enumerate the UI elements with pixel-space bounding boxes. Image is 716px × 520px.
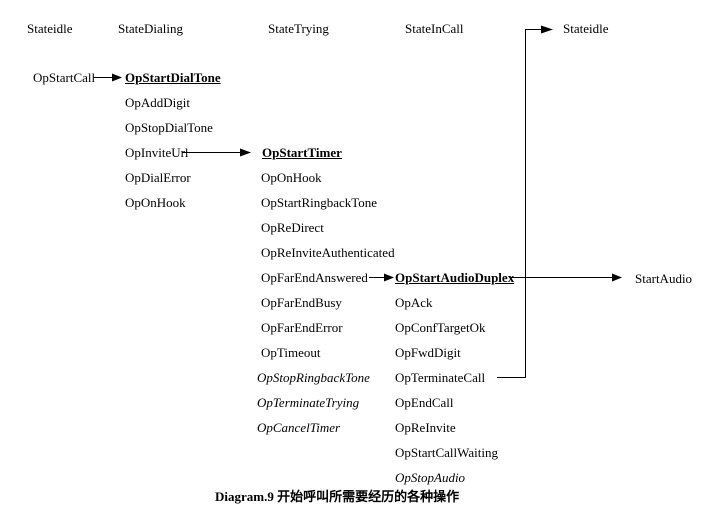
- start-audio-label: StartAudio: [635, 271, 693, 286]
- op-far-end-busy: OpFarEndBusy: [261, 295, 342, 310]
- op-end-call: OpEndCall: [395, 395, 454, 410]
- arrow-opterminatecall-to-stateidle: [497, 25, 553, 378]
- op-far-end-answered: OpFarEndAnswered: [261, 270, 368, 285]
- op-start-ringback-tone: OpStartRingbackTone: [261, 195, 378, 210]
- arrow-opinviteurl-to-opstarttimer: [182, 148, 251, 157]
- op-stop-dial-tone: OpStopDialTone: [125, 120, 213, 135]
- op-start-dial-tone: OpStartDialTone: [125, 70, 221, 85]
- op-invite-url: OpInviteUrl: [125, 145, 189, 160]
- header-state-idle-left: Stateidle: [27, 21, 73, 36]
- arrow-opstartaudioduplex-to-startaudio: [511, 273, 622, 282]
- op-far-end-error: OpFarEndError: [261, 320, 343, 335]
- op-fwd-digit: OpFwdDigit: [395, 345, 461, 360]
- op-reinvite: OpReInvite: [395, 420, 456, 435]
- op-on-hook-trying: OpOnHook: [261, 170, 322, 185]
- op-redirect: OpReDirect: [261, 220, 324, 235]
- header-state-incall: StateInCall: [405, 21, 464, 36]
- op-start-audio-duplex: OpStartAudioDuplex: [395, 270, 515, 285]
- op-reinvite-authenticated: OpReInviteAuthenticated: [261, 245, 395, 260]
- op-start-call-waiting: OpStartCallWaiting: [395, 445, 498, 460]
- op-cancel-timer: OpCancelTimer: [257, 420, 341, 435]
- op-ack: OpAck: [395, 295, 433, 310]
- header-state-trying: StateTrying: [268, 21, 329, 36]
- header-state-dialing: StateDialing: [118, 21, 183, 36]
- op-start-timer: OpStartTimer: [262, 145, 342, 160]
- op-stop-audio: OpStopAudio: [395, 470, 466, 485]
- arrow-opfarendanswered-to-opstartaudioduplex: [369, 273, 394, 282]
- op-stop-ringback-tone: OpStopRingbackTone: [257, 370, 370, 385]
- op-timeout: OpTimeout: [261, 345, 321, 360]
- arrow-opstartcall-to-opstartdialtone: [93, 73, 122, 82]
- op-terminate-call: OpTerminateCall: [395, 370, 486, 385]
- header-state-idle-right: Stateidle: [563, 21, 609, 36]
- op-conf-target-ok: OpConfTargetOk: [395, 320, 486, 335]
- diagram-caption: Diagram.9 开始呼叫所需要经历的各种操作: [215, 489, 460, 504]
- op-on-hook-dialing: OpOnHook: [125, 195, 186, 210]
- op-start-call: OpStartCall: [33, 70, 96, 85]
- op-terminate-trying: OpTerminateTrying: [257, 395, 360, 410]
- op-dial-error: OpDialError: [125, 170, 191, 185]
- op-add-digit: OpAddDigit: [125, 95, 190, 110]
